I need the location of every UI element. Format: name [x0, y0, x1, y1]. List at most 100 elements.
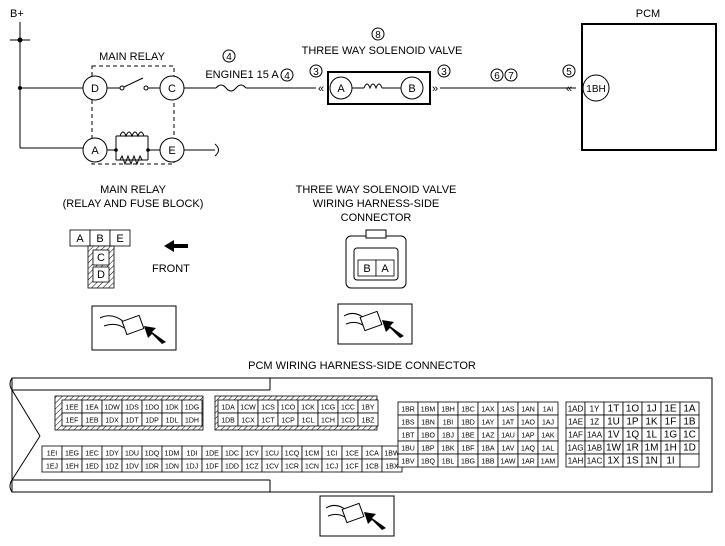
pcm-pin-cell — [181, 412, 203, 427]
pcm-pin-label: 1DY — [105, 451, 119, 458]
pcm-pin-label: 1BU — [401, 446, 415, 453]
pcm-pin-label: 1H — [664, 443, 677, 454]
pcm-pin-label: 1BG — [461, 459, 475, 466]
pcm-pin-label: 1AT — [502, 420, 515, 427]
front-arrow-icon — [164, 240, 188, 252]
pcm-pin-label: 1DZ — [105, 464, 119, 471]
pcm-pin-label: 1DV — [125, 464, 139, 471]
connector-mark-left: « — [318, 83, 324, 95]
pcm-pin-label: 1DN — [165, 464, 179, 471]
pcm-pin-label: 1AR — [521, 459, 535, 466]
solenoid-label: THREE WAY SOLENOID VALVE — [302, 45, 463, 57]
pcm-pin-label: 1E — [664, 404, 677, 415]
pcm-pin-label: 1CD — [341, 418, 355, 425]
relay-resistor — [119, 154, 143, 166]
pcm-pin-label: 1AF — [568, 431, 583, 440]
pcm-pin-label: 1BL — [442, 459, 455, 466]
pcm-pin-label: 1L — [646, 430, 658, 441]
pcm-pin-label: 1CB — [365, 464, 379, 471]
pcm-conn-title: PCM WIRING HARNESS-SIDE CONNECTOR — [248, 360, 476, 372]
pcm-pin-label: 1CY — [245, 451, 259, 458]
pcm-pin-label: 1EC — [85, 451, 99, 458]
pcm-pin-label: 1EE — [65, 405, 79, 412]
pcm-pin-label: 1CO — [281, 405, 296, 412]
relay-terminal-e-label: E — [168, 145, 175, 157]
pcm-pin-label: 1BE — [461, 433, 475, 440]
pcm-pin-label: 1O — [626, 404, 640, 415]
pcm-pin-label: 1DH — [185, 418, 199, 425]
pcm-pin-label: 1T — [608, 404, 620, 415]
pcm-pin-label: 1DC — [225, 451, 239, 458]
pcm-pin-label: 1BM — [421, 407, 436, 414]
wire-continues — [214, 143, 219, 157]
relay-conn-cell-a: A — [76, 233, 84, 245]
sol-conn-cell-b: B — [363, 263, 370, 275]
pcm-pin-label: 1CQ — [285, 451, 300, 458]
pcm-pin-label: 1BK — [441, 446, 455, 453]
pcm-pin-label: 1N — [645, 456, 658, 467]
pcm-pin-label: 1DQ — [145, 451, 160, 458]
pcm-pin-label: 1AZ — [482, 433, 496, 440]
pcm-pin-label: 1BP — [421, 446, 435, 453]
pcm-pin-label: 1CE — [345, 451, 359, 458]
pcm-pin-label: 1K — [645, 417, 658, 428]
pcm-terminal-1bh-label: 1BH — [586, 84, 605, 95]
pcm-pin-label: 1AC — [587, 457, 603, 466]
pcm-pin-label: 1AI — [543, 407, 554, 414]
pcm-pin-label: 1CP — [281, 418, 295, 425]
pcm-pin-label: 1EA — [85, 405, 99, 412]
circled-3a: 3 — [313, 67, 319, 78]
pcm-pin-label: 1AS — [501, 407, 515, 414]
relay-conn-cell-c: C — [97, 252, 105, 264]
pcm-pin-label: 1X — [607, 456, 620, 467]
pcm-pin-label: 1DT — [125, 418, 139, 425]
schematic: B+ MAIN RELAY D C A E — [10, 8, 717, 166]
pcm-label: PCM — [636, 8, 660, 20]
pcm-pin-label: 1BV — [401, 459, 415, 466]
pcm-pin-label: 1CW — [240, 405, 256, 412]
pcm-pin-label: 1AJ — [542, 420, 554, 427]
pcm-pin-label: 1J — [646, 404, 657, 415]
sol-conn-latch — [365, 229, 387, 239]
pcm-pin-label: 1CV — [265, 464, 279, 471]
pcm-pin-label: 1DJ — [186, 464, 198, 471]
pcm-pin-label: 1AH — [568, 457, 584, 466]
pcm-pin-label: 1AA — [587, 431, 603, 440]
pcm-pin-label: 1CM — [305, 451, 320, 458]
pcm-pin-label: 1CT — [261, 418, 275, 425]
pcm-pin-label: 1AE — [568, 418, 583, 427]
pcm-pin-label: 1BJ — [442, 433, 454, 440]
insert-arrow-icon — [144, 326, 166, 344]
pcm-pin-label: 1CL — [302, 418, 315, 425]
fuse-symbol — [215, 84, 247, 92]
relay-conn-cell-d: D — [97, 269, 105, 281]
sol-conn-subtitle-2: CONNECTOR — [341, 212, 412, 224]
pcm-pin-label: 1R — [626, 443, 639, 454]
pcm-pin-label: 1DK — [165, 405, 179, 412]
pcm-pin-label: 1W — [606, 443, 622, 454]
circled-4b: 4 — [284, 71, 290, 82]
solenoid-coil — [363, 83, 383, 90]
pcm-pin-label: 1BS — [401, 420, 415, 427]
pcm-pin-label: 1Y — [590, 405, 600, 414]
pcm-pin-label: 1BD — [461, 420, 475, 427]
pcm-pin-label: 1DO — [145, 405, 160, 412]
pcm-terminal-1bh — [582, 74, 610, 102]
pcm-pin-label: 1CS — [261, 405, 275, 412]
pcm-pin-label: 1CR — [285, 464, 299, 471]
pcm-pin-label: 1CJ — [326, 464, 338, 471]
fuse-label: ENGINE1 15 A — [205, 69, 279, 81]
pcm-pin-label: 1DB — [221, 418, 235, 425]
sol-conn-subtitle: WIRING HARNESS-SIDE — [313, 198, 440, 210]
pcm-pin-label: 1CA — [365, 451, 379, 458]
pcm-pin-label: 1DU — [125, 451, 139, 458]
circled-8: 8 — [375, 30, 381, 41]
pcm-conn-outline — [11, 377, 713, 493]
pcm-pin-label: 1AY — [482, 420, 495, 427]
pcm-pin-cell — [537, 453, 559, 468]
pcm-pin-label: 1G — [664, 430, 678, 441]
relay-terminal-d-label: D — [91, 83, 99, 95]
relay-conn-cell-e: E — [116, 233, 123, 245]
circled-6: 6 — [494, 71, 500, 82]
pcm-box — [581, 23, 717, 151]
